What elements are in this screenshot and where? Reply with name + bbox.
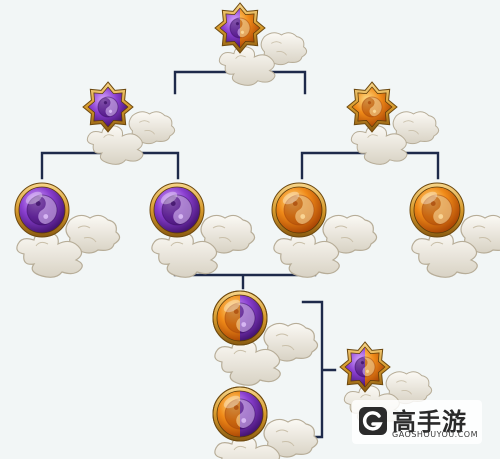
watermark-subtitle: GAOSHOUYOU.COM: [392, 430, 479, 439]
watermark-title: 高手游: [392, 408, 467, 436]
cloud-decoration: [214, 418, 319, 459]
mixed-yin-yang-orb-icon: [212, 386, 319, 459]
cloud-decoration: [86, 111, 176, 165]
cloud-decoration: [350, 111, 440, 165]
cloud-decoration: [218, 32, 308, 86]
watermark: 高手游 GAOSHOUYOU.COM: [352, 400, 482, 444]
purple-yin-yang-orb-icon: [14, 182, 121, 278]
cloud-decoration: [151, 214, 256, 278]
orange-star-emblem-icon: [346, 81, 440, 165]
purple-star-emblem-icon: [82, 81, 176, 165]
purple-yin-yang-orb-icon: [149, 182, 256, 278]
cloud-decoration: [411, 214, 500, 278]
cloud-decoration: [214, 322, 319, 386]
mixed-star-emblem-icon: [214, 2, 308, 86]
orange-yin-yang-orb-icon: [409, 182, 500, 278]
mixed-yin-yang-orb-icon: [212, 290, 319, 386]
cloud-decoration: [273, 214, 378, 278]
orange-yin-yang-orb-icon: [271, 182, 378, 278]
cloud-decoration: [16, 214, 121, 278]
connector-result-bracket: [301, 300, 337, 439]
g-logo-icon: [359, 407, 387, 435]
